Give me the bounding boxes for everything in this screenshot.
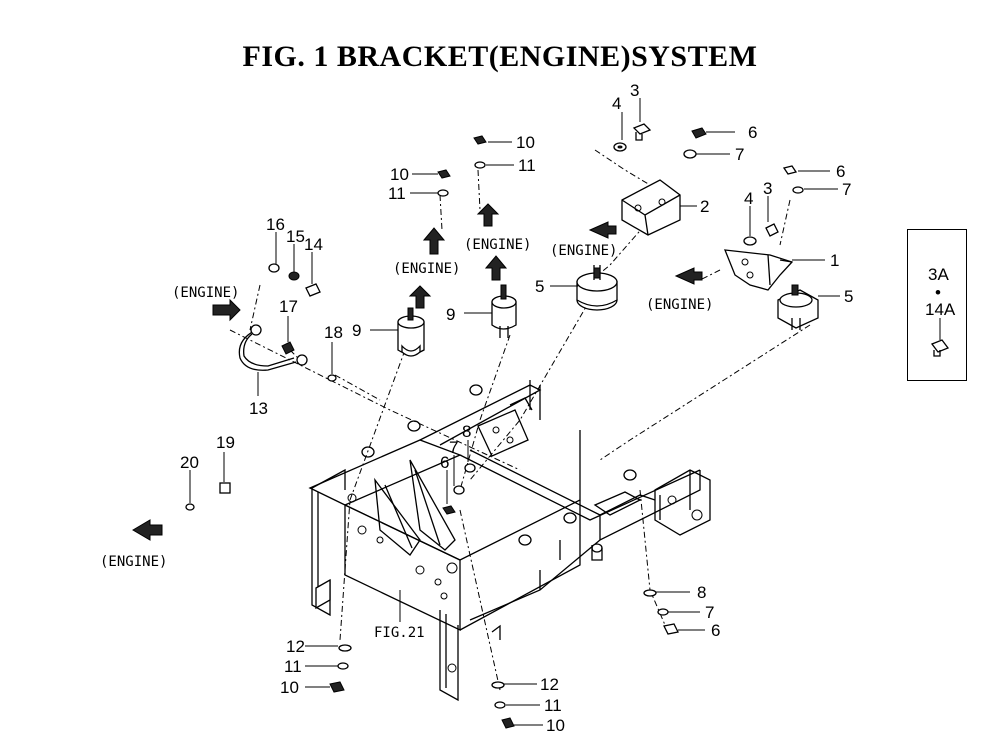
engine-direction-arrows xyxy=(132,203,703,541)
callout-12: 12 xyxy=(540,675,559,694)
chassis-frame xyxy=(308,380,711,702)
callout-11: 11 xyxy=(518,156,536,175)
callout-20: 20 xyxy=(180,453,199,472)
engine-label: (ENGINE) xyxy=(464,237,531,253)
callout-15: 15 xyxy=(286,227,305,246)
callout-6: 6 xyxy=(748,123,757,142)
callout-7: 7 xyxy=(842,180,851,199)
fig-reference: FIG.21 xyxy=(374,625,425,641)
engine-arrow-icon xyxy=(132,519,163,541)
engine-arrow-icon xyxy=(212,298,241,322)
engine-bracket-part-1 xyxy=(723,249,794,291)
engine-label: (ENGINE) xyxy=(100,554,167,570)
engine-bracket-part-2 xyxy=(621,179,681,236)
callout-6: 6 xyxy=(836,162,845,181)
callout-17: 17 xyxy=(279,297,298,316)
engine-arrow-icon xyxy=(408,285,432,309)
callout-4: 4 xyxy=(612,94,621,113)
callout-7: 7 xyxy=(449,438,458,457)
callout-11: 11 xyxy=(544,696,562,715)
leader-lines xyxy=(189,98,840,726)
callout-5: 5 xyxy=(844,287,853,306)
callout-8: 8 xyxy=(697,583,706,602)
callout-3: 3 xyxy=(630,81,639,100)
inset-dot: • xyxy=(935,283,941,302)
callout-16: 16 xyxy=(266,215,285,234)
rail-spacers xyxy=(361,384,637,561)
callout-10: 10 xyxy=(516,133,535,152)
callout-5: 5 xyxy=(535,277,544,296)
callout-10: 10 xyxy=(280,678,299,697)
rubber-mount-part-5-right xyxy=(777,284,819,330)
engine-label: (ENGINE) xyxy=(172,285,239,301)
engine-arrow-icon xyxy=(588,221,617,239)
engine-labels: (ENGINE) (ENGINE) (ENGINE) (ENGINE) (ENG… xyxy=(100,237,713,641)
callout-11: 11 xyxy=(388,184,406,203)
callout-1: 1 xyxy=(830,251,839,270)
callout-10: 10 xyxy=(546,716,565,735)
callout-18: 18 xyxy=(324,323,343,342)
small-hardware xyxy=(185,123,804,729)
callout-9: 9 xyxy=(352,321,361,340)
inset-label-top: 3A xyxy=(928,265,949,284)
callout-14: 14 xyxy=(304,235,323,254)
callout-13: 13 xyxy=(249,399,268,418)
engine-label: (ENGINE) xyxy=(393,261,460,277)
callout-4: 4 xyxy=(744,189,753,208)
engine-arrow-icon xyxy=(674,267,703,285)
figure-title: FIG. 1 BRACKET(ENGINE)SYSTEM xyxy=(242,40,758,73)
ground-cable-part-13 xyxy=(238,324,308,371)
inset-label-bottom: 14A xyxy=(925,300,956,319)
inset-box xyxy=(907,229,967,381)
engine-label: (ENGINE) xyxy=(550,243,617,259)
callout-11: 11 xyxy=(284,657,302,676)
engine-arrow-icon xyxy=(476,203,500,227)
rubber-mount-part-9-right xyxy=(491,284,517,338)
callout-7: 7 xyxy=(735,145,744,164)
callout-2: 2 xyxy=(700,197,709,216)
rubber-mount-part-9-left xyxy=(397,307,425,357)
engine-arrow-icon xyxy=(484,255,508,281)
callout-labels: 4 3 6 7 2 6 7 3 4 1 5 5 10 11 10 11 9 9 … xyxy=(180,81,853,735)
callout-7: 7 xyxy=(705,603,714,622)
engine-label: (ENGINE) xyxy=(646,297,713,313)
callout-12: 12 xyxy=(286,637,305,656)
callout-3: 3 xyxy=(763,179,772,198)
callout-6: 6 xyxy=(711,621,720,640)
engine-arrow-icon xyxy=(422,227,446,255)
callout-6: 6 xyxy=(440,453,449,472)
callout-19: 19 xyxy=(216,433,235,452)
callout-10: 10 xyxy=(390,165,409,184)
callout-9: 9 xyxy=(446,305,455,324)
inset-part-3a-14a: 3A • 14A xyxy=(925,265,956,357)
rubber-mount-part-5-left xyxy=(576,265,618,311)
callout-8: 8 xyxy=(462,422,471,441)
